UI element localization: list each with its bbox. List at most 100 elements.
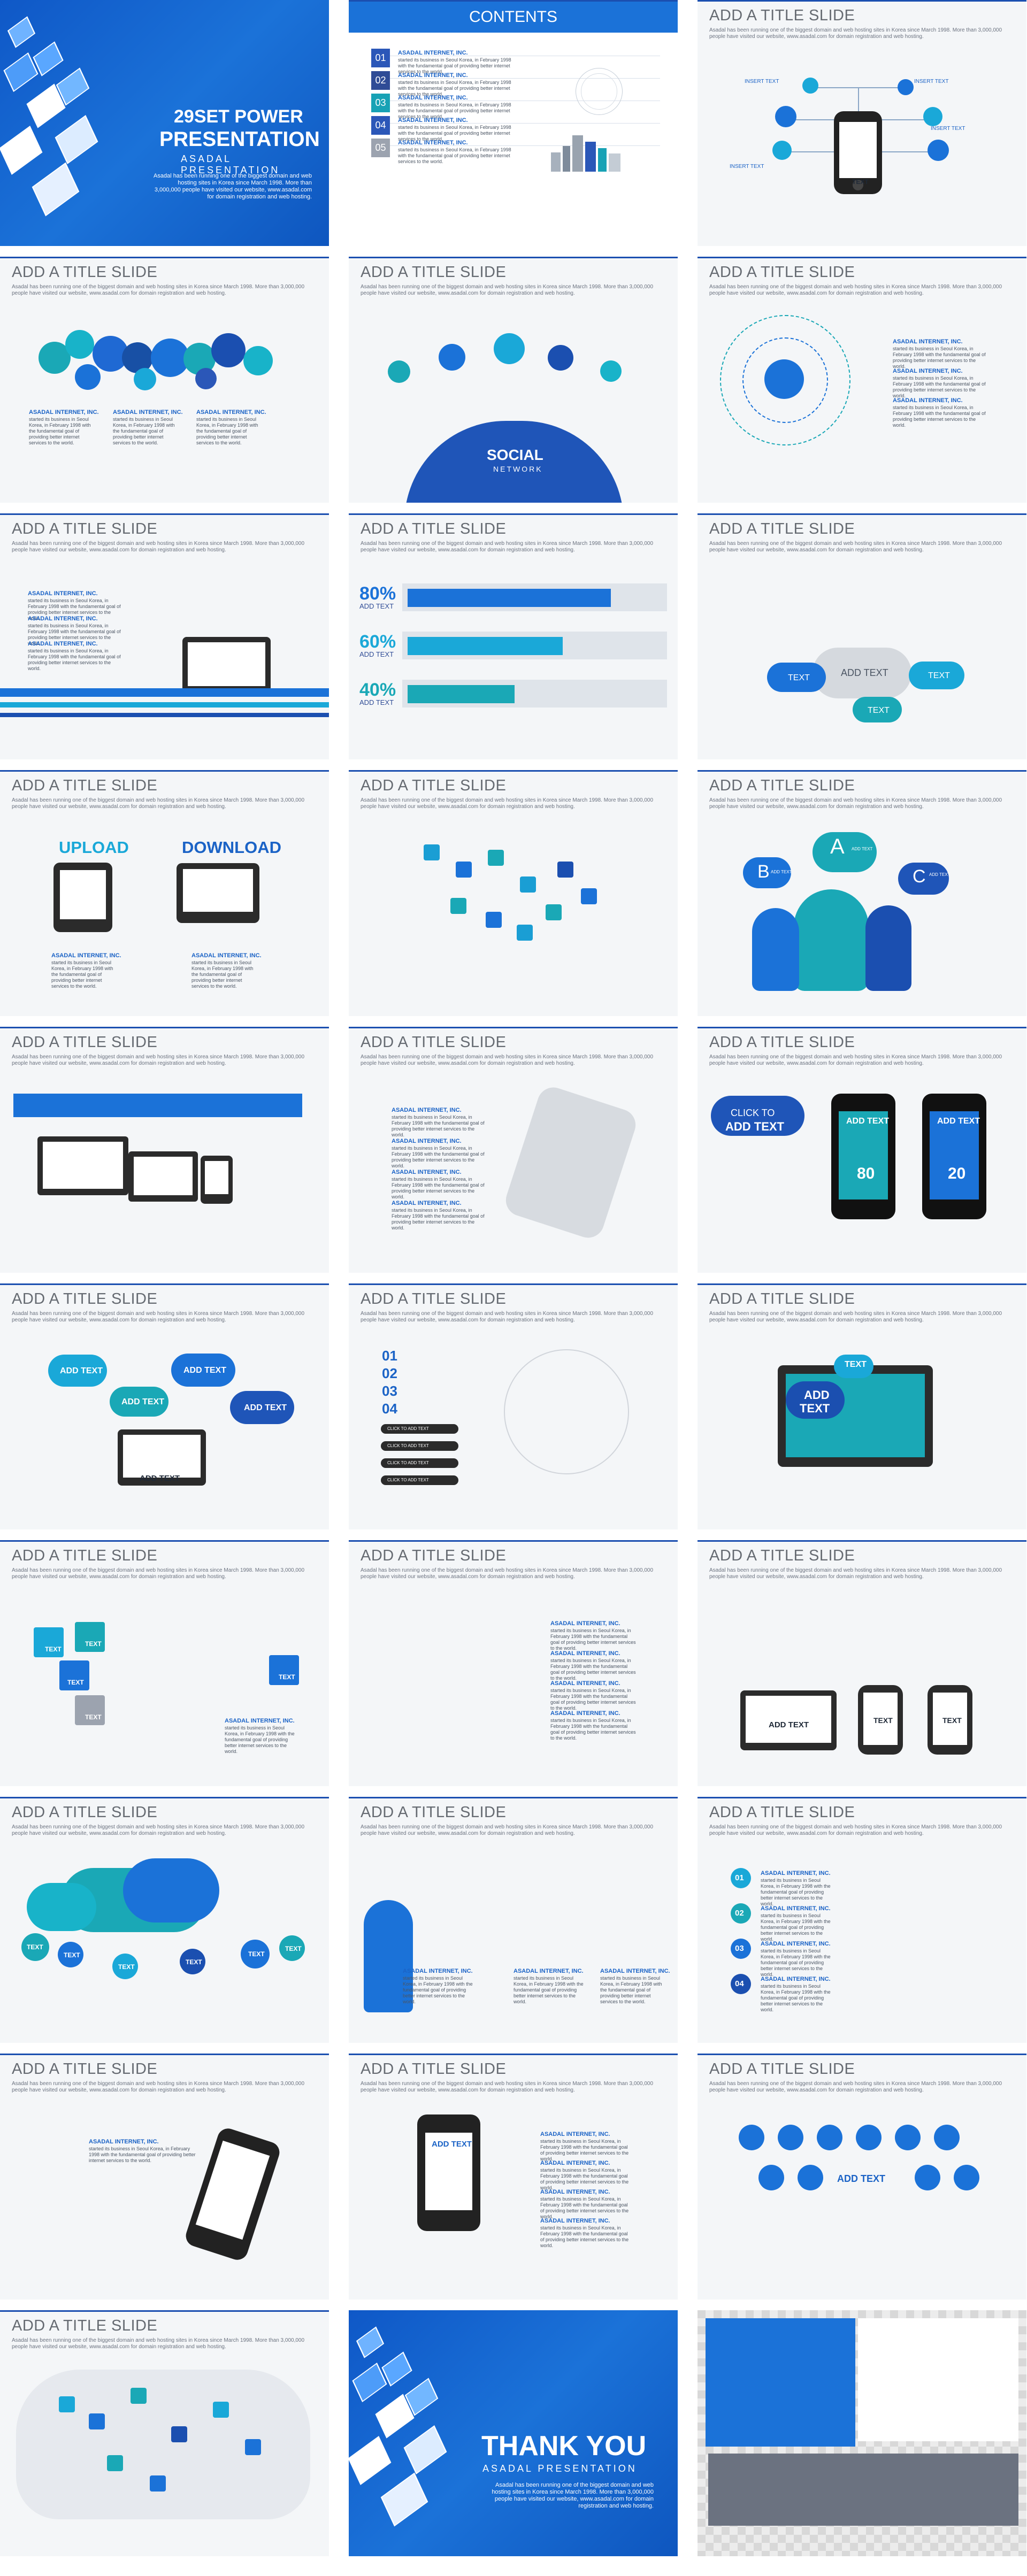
title-body: Asadal has been running one of the bigge… bbox=[154, 173, 312, 200]
text-label-1: TEXT bbox=[45, 1645, 62, 1653]
node-label-2: TEXT bbox=[64, 1951, 80, 1959]
company-label-2: ASADAL INTERNET, INC. bbox=[113, 409, 183, 416]
cloud-label-2: TEXT bbox=[928, 671, 950, 680]
company-desc-1: started its business in Seoul Korea, in … bbox=[51, 960, 113, 989]
click-to-add-text-2[interactable]: CLICK TO ADD TEXT bbox=[387, 1443, 429, 1448]
slide-title: 29SET POWER PRESENTATION ASADAL PRESENTA… bbox=[0, 0, 329, 246]
slide-title-label: ADD A TITLE SLIDE bbox=[12, 520, 158, 537]
thanks-tagline: ASADAL PRESENTATION bbox=[482, 2463, 637, 2474]
company-label-1: ASADAL INTERNET, INC. bbox=[403, 1968, 473, 1974]
company-desc-4: started its business in Seoul Korea, in … bbox=[540, 2225, 629, 2248]
company-desc-c: started its business in Seoul Korea, in … bbox=[893, 405, 986, 428]
slide-subtitle: Asadal has been running one of the bigge… bbox=[361, 541, 654, 553]
slide-title-label: ADD A TITLE SLIDE bbox=[12, 2060, 158, 2078]
phone-value-1: 80 bbox=[857, 1165, 875, 1182]
social-title: SOCIAL bbox=[487, 447, 543, 463]
upload-label: UPLOAD bbox=[59, 838, 129, 857]
slide-title-label: ADD A TITLE SLIDE bbox=[709, 1547, 855, 1564]
node-label-5: TEXT bbox=[248, 1950, 265, 1958]
click-to-add-text-3[interactable]: CLICK TO ADD TEXT bbox=[387, 1460, 429, 1465]
slide-subtitle: Asadal has been running one of the bigge… bbox=[709, 27, 1002, 40]
cube-pattern bbox=[0, 0, 123, 246]
slide-14: ADD A TITLE SLIDE Asadal has been runnin… bbox=[349, 1027, 678, 1273]
slide-title-label: ADD A TITLE SLIDE bbox=[709, 264, 855, 281]
row-label-2: ADD TEXT bbox=[359, 650, 394, 658]
row-value-2: 60% bbox=[359, 632, 396, 652]
company-desc-3: started its business in Seoul Korea, in … bbox=[761, 1948, 831, 1977]
insert-text-2: INSERT TEXT bbox=[914, 79, 949, 84]
slide-11: ADD A TITLE SLIDE Asadal has been runnin… bbox=[349, 770, 678, 1016]
company-desc-3: started its business in Seoul Korea, in … bbox=[600, 1975, 662, 2004]
company-label-3: ASADAL INTERNET, INC. bbox=[540, 2189, 610, 2195]
click-to-add-text-4[interactable]: CLICK TO ADD TEXT bbox=[387, 1478, 429, 1482]
slide-title-label: ADD A TITLE SLIDE bbox=[12, 1034, 158, 1051]
company-label-4: ASADAL INTERNET, INC. bbox=[540, 2218, 610, 2224]
company-desc-2: started its business in Seoul Korea, in … bbox=[191, 960, 254, 989]
company-label-2: ASADAL INTERNET, INC. bbox=[191, 952, 262, 959]
list-number-2: 02 bbox=[382, 1365, 397, 1381]
slide-title-label: ADD A TITLE SLIDE bbox=[12, 1290, 158, 1308]
company-desc-b: started its business in Seoul Korea, in … bbox=[893, 375, 986, 398]
company-label-c: ASADAL INTERNET, INC. bbox=[893, 397, 963, 404]
company-desc-1: started its business in Seoul Korea, in … bbox=[540, 2139, 629, 2162]
company-label-3: ASADAL INTERNET, INC. bbox=[761, 1941, 831, 1947]
slide-title-label: ADD A TITLE SLIDE bbox=[361, 1547, 507, 1564]
click-to-add-text-1[interactable]: CLICK TO ADD TEXT bbox=[387, 1426, 429, 1431]
company-desc-3: started its business in Seoul Korea, in … bbox=[28, 648, 121, 671]
cloud-label-1: TEXT bbox=[788, 673, 810, 682]
bubble-text-1: ADD TEXT bbox=[771, 870, 792, 874]
slide-title-label: ADD A TITLE SLIDE bbox=[12, 1804, 158, 1821]
slide-subtitle: Asadal has been running one of the bigge… bbox=[709, 1054, 1002, 1066]
slide-15: ADD A TITLE SLIDE Asadal has been runnin… bbox=[698, 1027, 1026, 1273]
company-desc-2: started its business in Seoul Korea, in … bbox=[550, 1658, 636, 1681]
slide-20: ADD A TITLE SLIDE Asadal has been runnin… bbox=[349, 1540, 678, 1786]
step-number-3: 03 bbox=[735, 1944, 744, 1953]
slide-title-label: ADD A TITLE SLIDE bbox=[12, 1547, 158, 1564]
company-label-2: ASADAL INTERNET, INC. bbox=[392, 1138, 462, 1144]
cloud-label-3: TEXT bbox=[868, 706, 890, 715]
company-label-3: ASADAL INTERNET, INC. bbox=[28, 641, 98, 647]
node-label-3: TEXT bbox=[118, 1963, 135, 1971]
slide-7: ADD A TITLE SLIDE Asadal has been runnin… bbox=[0, 513, 329, 759]
slide-5: ADD A TITLE SLIDE Asadal has been runnin… bbox=[349, 257, 678, 503]
phone-screen-label: ADD TEXT bbox=[432, 2140, 472, 2149]
company-label-2: ASADAL INTERNET, INC. bbox=[550, 1650, 620, 1657]
slide-24: ADD A TITLE SLIDE Asadal has been runnin… bbox=[698, 1797, 1026, 2043]
contents-company-2: ASADAL INTERNET, INC. bbox=[398, 72, 468, 79]
slide-27: ADD A TITLE SLIDE Asadal has been runnin… bbox=[698, 2054, 1026, 2300]
slide-23: ADD A TITLE SLIDE Asadal has been runnin… bbox=[349, 1797, 678, 2043]
click-label: CLICK TO bbox=[731, 1108, 775, 1118]
download-label: DOWNLOAD bbox=[182, 838, 281, 857]
slide-title-label: ADD A TITLE SLIDE bbox=[12, 777, 158, 794]
contents-desc-1: started its business in Seoul Korea, in … bbox=[398, 57, 511, 74]
contents-header: CONTENTS bbox=[349, 2, 678, 33]
slide-9: ADD A TITLE SLIDE Asadal has been runnin… bbox=[698, 513, 1026, 759]
bubble-b: B bbox=[757, 862, 770, 882]
slide-10: ADD A TITLE SLIDE Asadal has been runnin… bbox=[0, 770, 329, 1016]
slide-subtitle: Asadal has been running one of the bigge… bbox=[709, 797, 1002, 810]
company-desc-a: started its business in Seoul Korea, in … bbox=[893, 346, 986, 369]
title-tagline: ASADAL PRESENTATION bbox=[181, 153, 280, 175]
thanks-body: Asadal has been running one of the bigge… bbox=[492, 2482, 654, 2509]
text-label-3: TEXT bbox=[85, 1640, 102, 1648]
company-label-3: ASADAL INTERNET, INC. bbox=[550, 1680, 620, 1687]
cloud-text-1: ADD TEXT bbox=[60, 1366, 103, 1375]
contents-company-1: ASADAL INTERNET, INC. bbox=[398, 50, 468, 56]
slide-3: ADD A TITLE SLIDE Asadal has been runnin… bbox=[698, 0, 1026, 246]
company-desc-2: started its business in Seoul Korea, in … bbox=[761, 1913, 831, 1942]
slide-title-label: ADD A TITLE SLIDE bbox=[361, 1034, 507, 1051]
step-number-1: 01 bbox=[735, 1873, 744, 1882]
phone-label-1: ADD TEXT bbox=[846, 1117, 889, 1126]
row-label-3: ADD TEXT bbox=[359, 698, 394, 706]
bubble-a: A bbox=[830, 835, 845, 858]
main-cloud-label: ADD TEXT bbox=[841, 667, 888, 678]
company-label: ASADAL INTERNET, INC. bbox=[89, 2139, 159, 2145]
slide-subtitle: Asadal has been running one of the bigge… bbox=[709, 541, 1002, 553]
company-label-3: ASADAL INTERNET, INC. bbox=[392, 1169, 462, 1175]
contents-number-1: 01 bbox=[371, 49, 390, 67]
list-number-4: 04 bbox=[382, 1401, 397, 1417]
thanks-heading: THANK YOU bbox=[481, 2431, 647, 2462]
company-desc-3: started its business in Seoul Korea, in … bbox=[392, 1176, 485, 1199]
add-label: ADD bbox=[804, 1388, 830, 1402]
